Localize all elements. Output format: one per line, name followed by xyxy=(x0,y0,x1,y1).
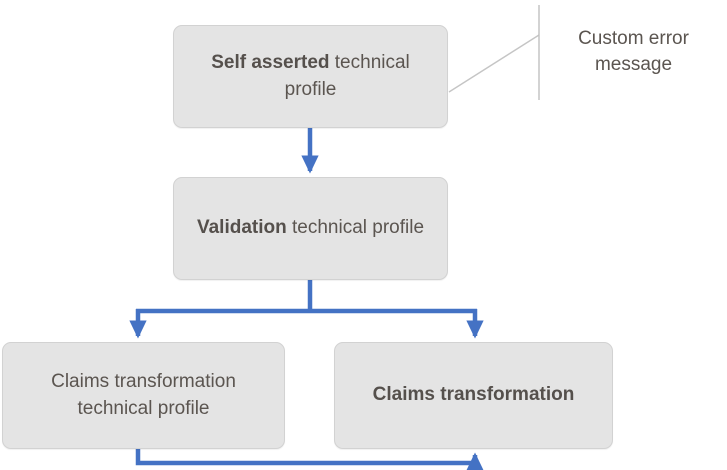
validation-technical-profile-node[interactable]: Validation technical profile xyxy=(173,177,448,280)
self-asserted-technical-profile-label: Self asserted technical profile xyxy=(186,50,435,102)
validation-rest-text: technical profile xyxy=(286,217,425,239)
custom-error-message-callout: Custom error message xyxy=(556,26,711,78)
custom-error-message-line-1: Custom error xyxy=(578,28,689,49)
claims-transformation-label: Claims transformation xyxy=(372,384,575,406)
self-asserted-rest-text: technical profile xyxy=(284,52,410,100)
callout-leader-line xyxy=(448,5,540,100)
connector-claims-transformation-technical-profile-to-claims-transformation xyxy=(135,449,484,470)
validation-technical-profile-label: Validation technical profile xyxy=(186,215,435,241)
claims-transformation-technical-profile-label: Claims transformation technical profile xyxy=(51,371,236,419)
self-asserted-technical-profile-node[interactable]: Self asserted technical profile xyxy=(173,25,448,128)
validation-bold-text: Validation xyxy=(196,217,287,239)
claims-transformation-node[interactable]: Claims transformation xyxy=(334,342,613,449)
custom-error-message-line-2: message xyxy=(594,54,673,76)
claims-transformation-technical-profile-node[interactable]: Claims transformation technical profile xyxy=(2,342,285,449)
self-asserted-bold-text: Self asserted xyxy=(211,52,330,74)
